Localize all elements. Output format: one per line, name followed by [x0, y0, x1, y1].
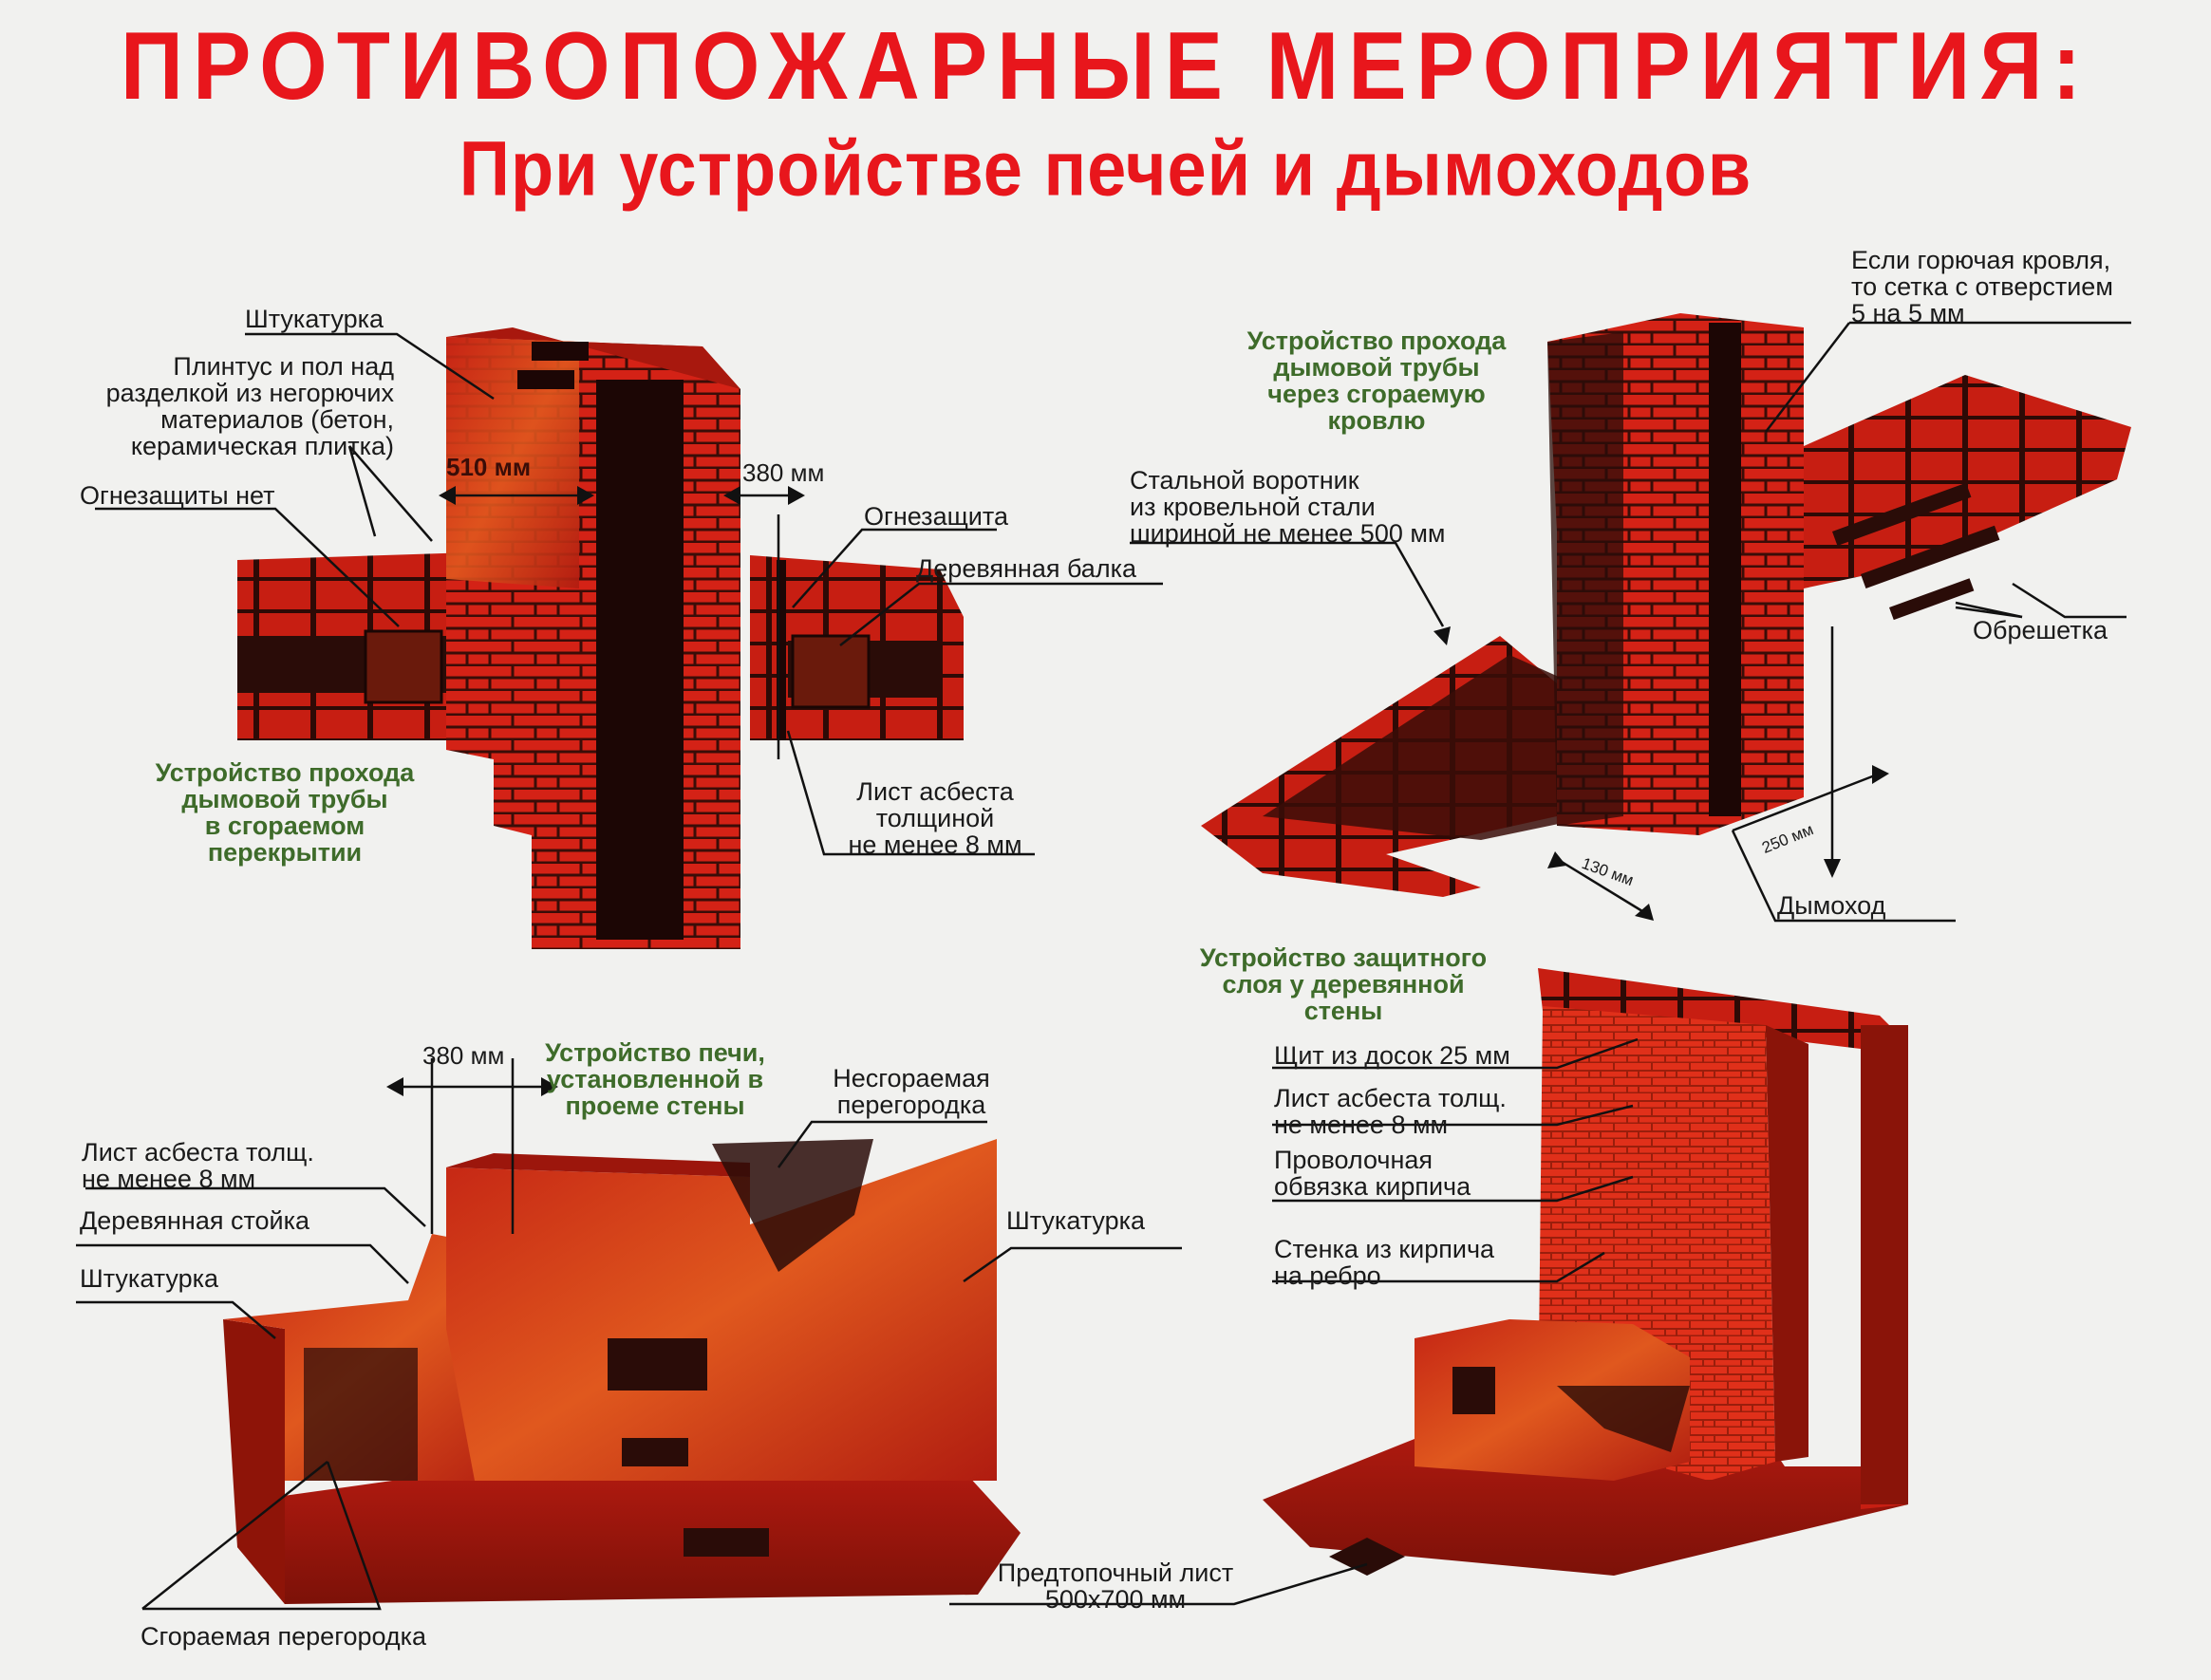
p1-beam-right — [791, 634, 871, 709]
p4-wall-edge — [1861, 1025, 1908, 1504]
p3-floor-left-edge — [223, 1319, 285, 1604]
p3-label-wooden-post: Деревянная стойка — [80, 1206, 310, 1235]
p2-flue — [1709, 323, 1741, 816]
p4-stove-recess — [1557, 1386, 1690, 1452]
p1-asbestos — [777, 560, 786, 740]
p4-caption: Устройство защитного слоя у деревянной с… — [1199, 943, 1488, 1025]
p4-prefire-sheet — [1329, 1538, 1405, 1576]
p3-label-plaster-right: Штукатурка — [1006, 1206, 1146, 1235]
p1-flue — [596, 380, 684, 940]
p2-roof-right — [1804, 375, 2131, 588]
p1-flue-cap2 — [517, 370, 574, 389]
p4-stove-door — [1452, 1367, 1495, 1414]
p3-caption: Устройство печи, установленной в проеме … — [545, 1038, 765, 1120]
p1-flue-cap1 — [532, 342, 589, 361]
p3-stove-door — [608, 1338, 707, 1391]
p3-stove-top — [446, 1153, 750, 1177]
p3-stove-ash — [622, 1438, 688, 1466]
poster-title: ПРОТИВОПОЖАРНЫЕ МЕРОПРИЯТИЯ: — [120, 12, 2091, 121]
p2-battens — [1831, 482, 2000, 621]
p3-noncombustible — [712, 1139, 873, 1272]
p1-label-plinth: Плинтус и пол над разделкой из негорючих… — [105, 352, 394, 460]
p2-leaders — [1130, 321, 2131, 923]
p3-floor — [237, 1466, 1021, 1604]
panel2-drawing — [1130, 313, 2131, 923]
p3-left-recess — [304, 1348, 418, 1481]
p4-label-brick-wall: Стенка из кирпича на ребро — [1274, 1235, 1495, 1290]
p3-arrowheads — [386, 1077, 558, 1096]
p3-label-noncombustible-partition: Несгораемая перегородка — [833, 1064, 990, 1119]
p1-label-wooden-beam: Деревянная балка — [916, 554, 1136, 583]
p2-label-steel-collar: Стальной воротник из кровельной стали ши… — [1130, 466, 1446, 548]
p2-arrowheads — [1433, 626, 1889, 921]
p1-label-fireproofing: Огнезащита — [864, 502, 1008, 531]
p1-dim-510: 510 мм — [446, 453, 532, 481]
p4-label-prefire-sheet: Предтопочный лист 500х700 мм — [997, 1559, 1234, 1614]
p1-beam-left — [364, 629, 443, 704]
p3-label-plaster-left: Штукатурка — [80, 1264, 219, 1293]
p2-label-mesh: Если горючая кровля, то сетка с отверсти… — [1851, 246, 2113, 327]
p1-chimney-top — [446, 327, 740, 389]
p1-label-no-fireproofing: Огнезащиты нет — [80, 481, 275, 510]
panel3-drawing — [76, 1058, 1182, 1611]
p2-caption: Устройство прохода дымовой трубы через с… — [1246, 327, 1507, 435]
p4-brick-shield-side — [1766, 1025, 1808, 1462]
p4-label-board-shield: Щит из досок 25 мм — [1274, 1041, 1510, 1070]
p4-stove — [1415, 1319, 1690, 1481]
p3-leaders — [76, 1058, 1182, 1611]
p2-collar — [1263, 655, 1595, 840]
p2-label-battens: Обрешетка — [1973, 616, 2108, 644]
p1-label-plaster: Штукатурка — [245, 305, 384, 333]
p1-label-asbestos: Лист асбеста толщиной не менее 8 мм — [848, 777, 1022, 859]
p3-label-combustible-partition: Сгораемая перегородка — [141, 1622, 427, 1651]
p1-dim-380: 380 мм — [742, 458, 825, 487]
p3-dim-380: 380 мм — [422, 1041, 505, 1070]
p3-stove — [446, 1139, 997, 1481]
poster-subtitle: При устройстве печей и дымоходов — [459, 124, 1752, 213]
p3-floor-sheet — [684, 1528, 769, 1557]
panel4-drawing — [949, 968, 1908, 1606]
p1-caption: Устройство прохода дымовой трубы в сгора… — [155, 758, 415, 867]
p3-label-asbestos: Лист асбеста толщ. не менее 8 мм — [82, 1138, 314, 1193]
panel1-drawing — [95, 327, 1163, 949]
p1-arrowheads — [439, 486, 805, 505]
p4-leaders — [949, 1037, 1639, 1606]
p1-chimney-plastered — [446, 337, 579, 588]
p4-label-wire-binding: Проволочная обвязка кирпича — [1274, 1146, 1471, 1201]
p4-label-asbestos: Лист асбеста толщ. не менее 8 мм — [1274, 1084, 1507, 1139]
p2-label-flue: Дымоход — [1777, 891, 1886, 920]
p2-chimney-shadow — [1547, 332, 1623, 826]
p1-leaders — [95, 332, 1163, 856]
